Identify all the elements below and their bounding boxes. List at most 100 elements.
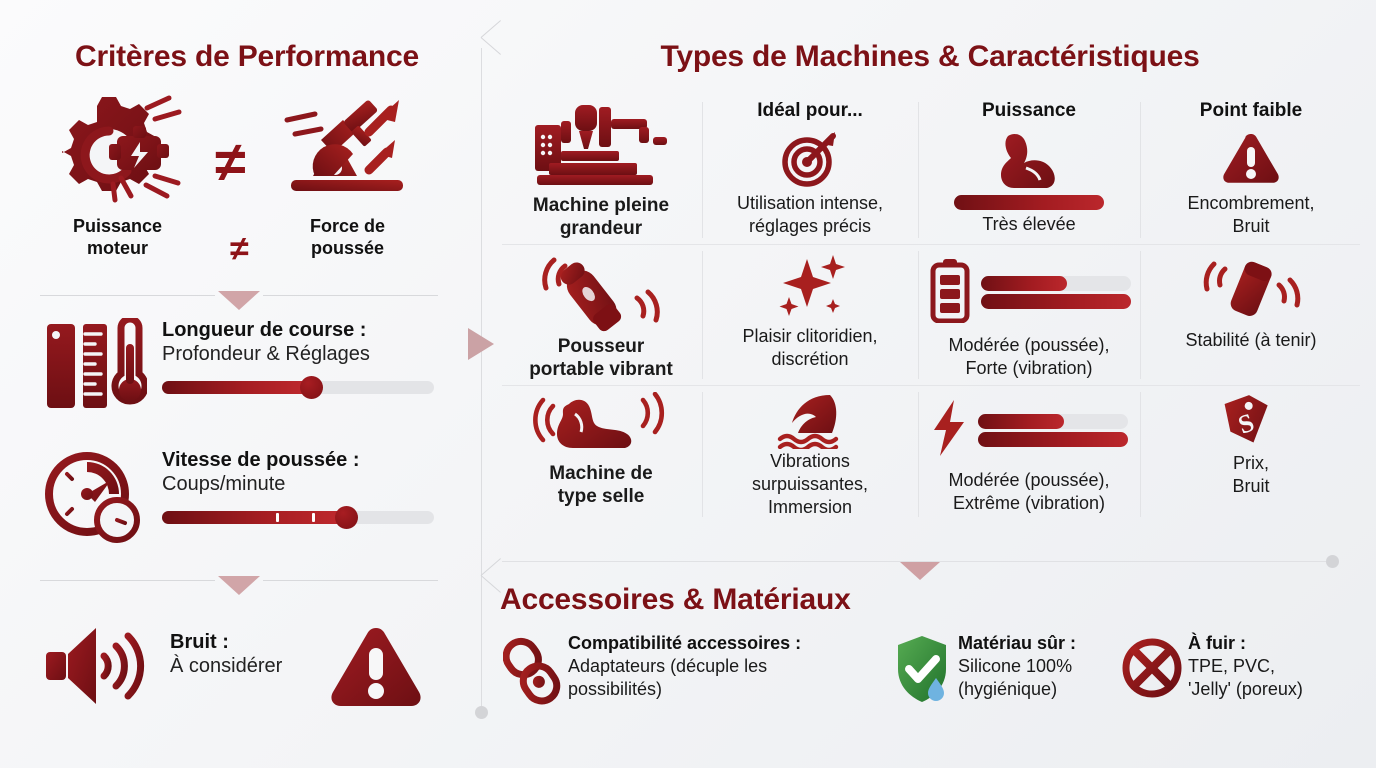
shield-check-droplet-icon xyxy=(890,632,954,708)
sparkles-icon xyxy=(771,249,849,325)
power-cell: Puissance Très él xyxy=(918,96,1140,244)
table-row: Machine pleine grandeur Idéal pour... xyxy=(500,96,1362,244)
noise-heading: Bruit : xyxy=(170,631,229,653)
forbidden-cross-icon xyxy=(1120,632,1184,702)
power-vs-thrust-comparison: Puissance moteur ≠ ≠ xyxy=(40,92,440,277)
left-column: Critères de Performance xyxy=(0,0,462,768)
avoid-materials-text: À fuir : TPE, PVC, 'Jelly' (poreux) xyxy=(1188,633,1303,699)
ideal-text: Utilisation intense, réglages précis xyxy=(736,193,884,236)
lightning-bolt-icon xyxy=(930,398,970,463)
section-divider-bottom xyxy=(40,572,438,595)
section-divider-top xyxy=(40,287,438,310)
machine-cell: Machine pleine grandeur xyxy=(500,96,702,244)
not-equal-symbol-large: ≠ xyxy=(215,130,246,193)
ideal-text: Plaisir clitoridien, discrétion xyxy=(742,326,878,369)
weakness-cell: S Prix, Bruit xyxy=(1140,386,1362,523)
noise-text: Bruit : À considérer xyxy=(170,630,282,679)
warning-triangle-icon xyxy=(1220,126,1282,192)
weakness-text: Encombrement, Bruit xyxy=(1187,193,1315,236)
speaker-waves-icon xyxy=(42,624,160,713)
table-row: Machine de type selle xyxy=(500,386,1362,523)
accessories-title: Accessoires & Matériaux xyxy=(500,583,851,616)
weakness-cell: Stabilité (à tenir) xyxy=(1140,245,1362,385)
stroke-length-slider[interactable] xyxy=(162,376,434,399)
right-arrow-icon xyxy=(468,328,494,360)
stroke-length-subtext: Profondeur & Réglages xyxy=(162,343,370,365)
table-row: Pousseur portable vibrant xyxy=(500,245,1362,385)
power-text: Modérée (poussée), Forte (vibration) xyxy=(948,335,1110,378)
weakness-text: Stabilité (à tenir) xyxy=(1185,330,1317,350)
battery-icon xyxy=(927,257,973,328)
machine-name: Pousseur portable vibrant xyxy=(529,336,673,380)
bottom-rule xyxy=(502,561,1332,562)
power-bar xyxy=(954,195,1104,210)
safe-material-item: Matériau sûr : Silicone 100% (hygiénique… xyxy=(890,632,1120,710)
bottom-rule-dot xyxy=(1326,555,1339,568)
power-cell: Modérée (poussée), Forte (vibration) xyxy=(918,245,1140,385)
stroke-length-body: Longueur de course : Profondeur & Réglag… xyxy=(162,318,440,399)
accessory-compatibility-text: Compatibilité accessoires : Adaptateurs … xyxy=(568,633,802,699)
saddle-machine-icon xyxy=(531,390,671,462)
warning-triangle-icon xyxy=(326,622,426,715)
ruler-thermometer-icon xyxy=(40,315,150,419)
thrust-speed-subtext: Coups/minute xyxy=(162,473,286,495)
not-equal-symbol-small: ≠ xyxy=(230,230,249,268)
thrust-force-label: Force de poussée xyxy=(309,216,386,258)
motor-power-item: Puissance moteur xyxy=(40,92,195,259)
speedometer-clock-icon xyxy=(40,448,150,549)
wave-icon xyxy=(770,390,850,450)
machine-cell: Pousseur portable vibrant xyxy=(500,245,702,385)
left-column-title: Critères de Performance xyxy=(75,40,419,73)
power-text: Modérée (poussée), Extrême (vibration) xyxy=(948,470,1110,513)
noise-subtext: À considérer xyxy=(170,655,283,677)
connector-end-dot xyxy=(475,706,488,719)
target-icon xyxy=(779,126,841,192)
row-separator xyxy=(502,244,1360,245)
accessory-compatibility-item: Compatibilité accessoires : Adaptateurs … xyxy=(500,632,890,710)
column-connector xyxy=(460,30,504,742)
ideal-cell: Vibrations surpuissantes, Immersion xyxy=(702,386,918,523)
column-header-power: Puissance xyxy=(982,100,1076,121)
machine-name: Machine de type selle xyxy=(549,463,653,507)
stroke-length-heading: Longueur de course : xyxy=(162,319,367,341)
shaking-device-icon xyxy=(1201,249,1301,329)
handheld-vibrating-thruster-icon xyxy=(541,249,661,335)
thrust-speed-slider[interactable] xyxy=(162,506,434,529)
column-header-ideal: Idéal pour... xyxy=(757,100,863,121)
weakness-text: Prix, Bruit xyxy=(1232,453,1270,496)
ideal-text: Vibrations surpuissantes, Immersion xyxy=(751,451,869,517)
row-separator xyxy=(502,385,1360,386)
thrust-speed-body: Vitesse de poussée : Coups/minute xyxy=(162,448,440,529)
ideal-cell: Plaisir clitoridien, discrétion xyxy=(702,245,918,385)
muscle-arm-icon xyxy=(994,126,1064,192)
chain-link-icon xyxy=(500,632,564,710)
drill-press-machine-icon xyxy=(527,100,675,194)
thrust-force-item: Force de poussée xyxy=(270,92,425,259)
down-triangle-icon xyxy=(900,562,940,580)
power-bar xyxy=(978,414,1128,429)
power-bar xyxy=(981,294,1131,309)
noise-feature: Bruit : À considérer xyxy=(40,610,440,720)
machine-name: Machine pleine grandeur xyxy=(532,195,670,239)
motor-power-label: Puissance moteur xyxy=(72,216,163,258)
price-tag-icon: S xyxy=(1220,390,1282,452)
power-bar xyxy=(978,432,1128,447)
ideal-cell: Idéal pour... Utilisation intense, xyxy=(702,96,918,244)
thrust-piston-arrows-icon xyxy=(270,92,425,209)
machine-comparison-table: Machine pleine grandeur Idéal pour... xyxy=(500,96,1362,523)
engine-gear-icon xyxy=(40,92,195,209)
down-triangle-icon xyxy=(218,291,260,310)
right-column-title: Types de Machines & Caractéristiques xyxy=(660,40,1200,73)
accessories-items: Compatibilité accessoires : Adaptateurs … xyxy=(500,632,1376,710)
power-cell: Modérée (poussée), Extrême (vibration) xyxy=(918,386,1140,523)
avoid-materials-item: À fuir : TPE, PVC, 'Jelly' (poreux) xyxy=(1120,632,1370,710)
down-triangle-icon xyxy=(218,576,260,595)
thrust-speed-heading: Vitesse de poussée : xyxy=(162,449,360,471)
power-text: Très élevée xyxy=(982,214,1076,234)
column-header-weakness: Point faible xyxy=(1199,100,1303,121)
power-bar xyxy=(981,276,1131,291)
weakness-cell: Point faible Encombrement, xyxy=(1140,96,1362,244)
safe-material-text: Matériau sûr : Silicone 100% (hygiénique… xyxy=(958,633,1077,699)
right-column: Types de Machines & Caractéristiques xyxy=(500,0,1376,768)
